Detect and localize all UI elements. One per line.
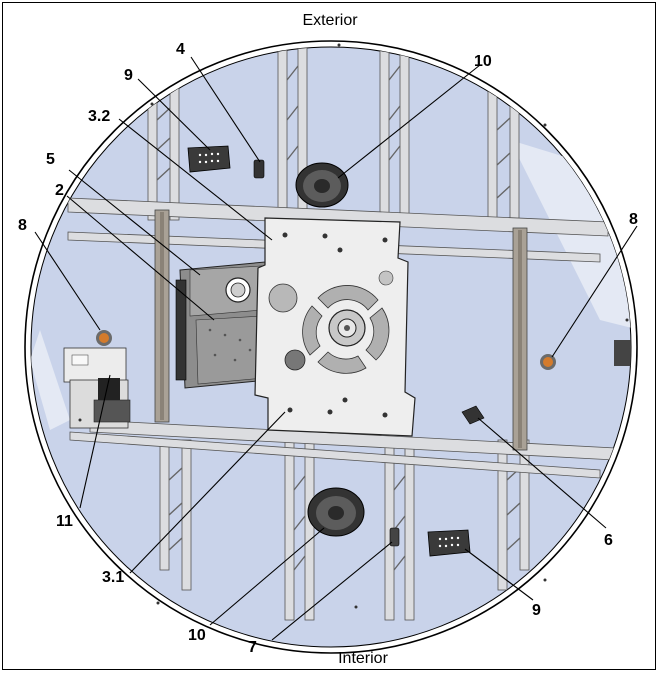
beam-shadow-right [518, 230, 522, 448]
callout-9-bottom: 9 [532, 602, 541, 619]
warning-light-left [96, 330, 112, 346]
label-interior: Interior [338, 650, 388, 667]
callout-2: 2 [55, 182, 64, 199]
callout-3-2: 3.2 [88, 108, 110, 125]
main-side-beams [154, 209, 528, 451]
callout-9-top: 9 [124, 67, 133, 84]
callout-7: 7 [248, 639, 257, 656]
speaker-top [295, 162, 349, 208]
beam-shadow-left [160, 212, 164, 420]
callout-6: 6 [604, 532, 613, 549]
callout-10-top: 10 [474, 53, 492, 70]
warning-light-right [540, 354, 556, 370]
edge-bolts [78, 43, 629, 609]
side-bracket-right [614, 340, 631, 366]
callout-11: 11 [56, 513, 73, 530]
callout-10-bottom: 10 [188, 627, 206, 644]
sensor-6 [461, 405, 485, 425]
ladder-rungs-top [156, 65, 511, 199]
shade-band-left [31, 330, 70, 430]
callout-5: 5 [46, 151, 55, 168]
control-box-top [187, 145, 231, 173]
ladder-rungs-bottom [168, 467, 521, 571]
electrical-cabinet [63, 347, 131, 429]
rotating-hub [268, 270, 394, 374]
drive-motor-unit [175, 261, 269, 389]
control-box-bottom [427, 529, 471, 557]
leader-lines [34, 56, 638, 641]
callout-8-right: 8 [629, 211, 638, 228]
sensor-4 [253, 159, 265, 179]
callout-3-1: 3.1 [102, 569, 124, 586]
speaker-bottom [307, 487, 365, 537]
label-exterior: Exterior [302, 12, 358, 29]
callout-8-left: 8 [18, 217, 27, 234]
callout-4: 4 [176, 41, 185, 58]
cross-beams [67, 197, 616, 479]
sensor-7 [389, 527, 400, 547]
